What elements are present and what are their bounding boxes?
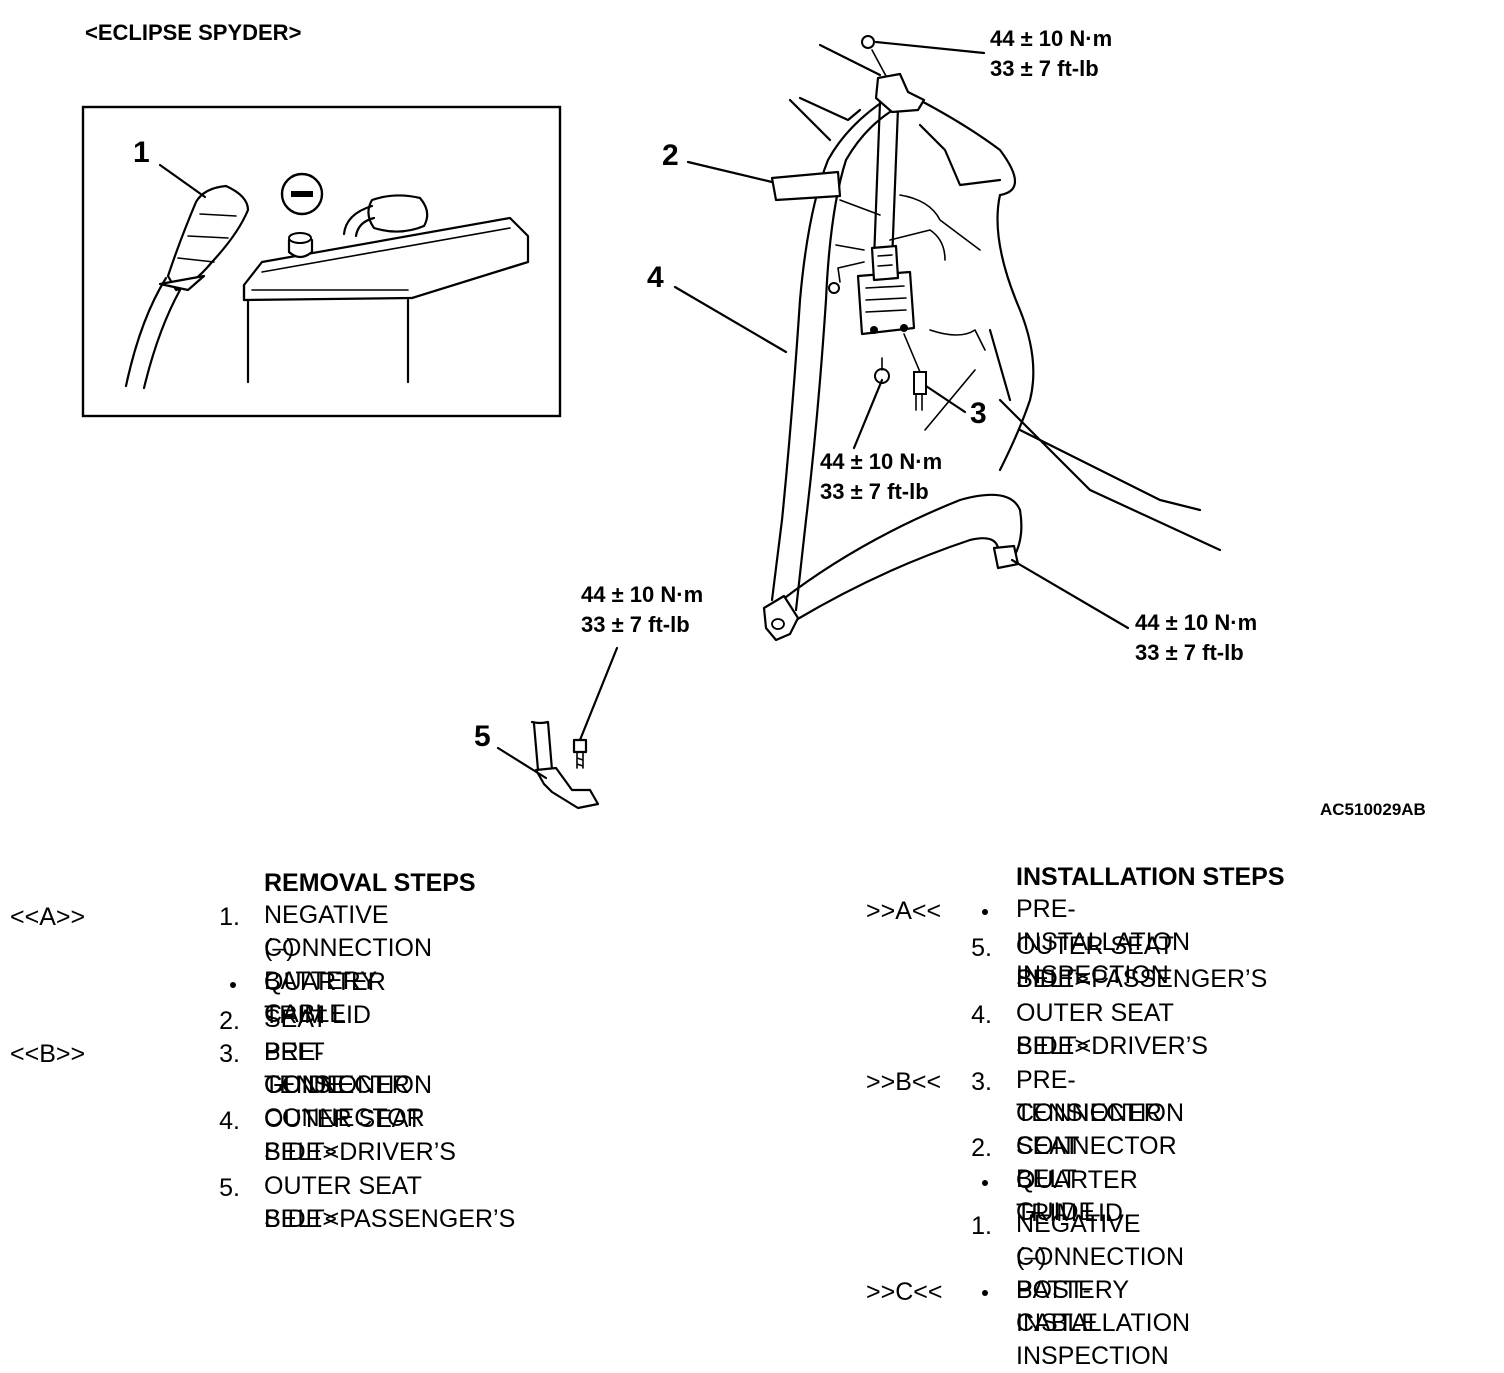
removal-step-label: OUTER SEAT BELT<PASSENGER’S (264, 1172, 516, 1233)
installation-step-index (958, 1278, 992, 1307)
removal-step-label: SIDE> (264, 1205, 337, 1233)
anchor-bracket-icon (530, 720, 600, 810)
removal-step-label: NEGATIVE (–) BATTERY CABLE (264, 901, 389, 1028)
removal-step-index: 1. (219, 903, 240, 931)
installation-step-marker: >>C<< (866, 1278, 943, 1306)
installation-step-marker: >>B<< (866, 1068, 942, 1096)
removal-step-index: 3. (219, 1040, 240, 1068)
battery-icon (242, 194, 530, 384)
negative-terminal-icon (280, 172, 324, 216)
removal-step-label: CONNECTION (264, 934, 433, 962)
bullet-icon (230, 982, 236, 989)
callout-1: 1 (133, 136, 150, 169)
removal-step-label: OUTER SEAT BELT<DRIVER’S (264, 1105, 456, 1166)
removal-step-index (206, 970, 240, 999)
callout-5: 5 (474, 720, 491, 753)
installation-step-index (958, 1168, 992, 1197)
installation-step-index: 4. (971, 1001, 992, 1029)
removal-step-marker: <<B>> (10, 1040, 86, 1068)
bolt-icon (572, 35, 927, 769)
installation-step-label: PRE-INSTALLATION INSPECTION (1016, 895, 1191, 989)
installation-step-label: SIDE> (1016, 1032, 1089, 1060)
bullet-icon (982, 909, 988, 916)
installation-step-label: OUTER SEAT BELT<DRIVER’S (1016, 999, 1208, 1060)
installation-step-label: POST-INSTALLATION INSPECTION (1016, 1276, 1191, 1370)
installation-step-index: 5. (971, 934, 992, 962)
installation-step-label: PRE-TENSIONER CONNECTOR (1016, 1066, 1177, 1160)
removal-step-index: 4. (219, 1107, 240, 1135)
seat-belt-icon (762, 72, 1023, 642)
battery-cable-icon (124, 184, 250, 390)
seat-belt-guide-icon (770, 170, 842, 202)
installation-step-label: QUARTER TRIM LID (1016, 1166, 1138, 1227)
installation-title: INSTALLATION STEPS (1016, 863, 1285, 891)
removal-step-label: QUARTER TRIM LID (264, 968, 386, 1029)
retractor-icon (856, 244, 916, 336)
installation-step-index: 3. (971, 1068, 992, 1096)
bullet-icon (982, 1290, 988, 1297)
diagram-artwork (81, 35, 1222, 810)
removal-step-label: SIDE> (264, 1138, 337, 1166)
removal-step-label: PRE-TENSIONER CONNECTOR (264, 1038, 425, 1132)
installation-step-label: OUTER SEAT BELT<PASSENGER’S (1016, 932, 1268, 993)
installation-step-label: CONNECTION (1016, 1243, 1185, 1271)
installation-step-label: SIDE> (1016, 965, 1089, 993)
installation-step-index (958, 897, 992, 926)
installation-step-index: 2. (971, 1134, 992, 1162)
figure-code: AC510029AB (1320, 800, 1426, 819)
installation-step-marker: >>A<< (866, 897, 942, 925)
installation-step-label: CONNECTION (1016, 1099, 1185, 1127)
removal-step-index: 5. (219, 1174, 240, 1202)
model-header: <ECLIPSE SPYDER> (85, 20, 302, 45)
removal-title: REMOVAL STEPS (264, 869, 476, 897)
callout-4: 4 (647, 261, 664, 294)
installation-step-label: SEAT BELT GUIDE (1016, 1132, 1096, 1226)
quarter-panel-outline (788, 43, 1222, 552)
callout-2: 2 (662, 139, 679, 172)
bullet-icon (982, 1180, 988, 1187)
removal-step-marker: <<A>> (10, 903, 86, 931)
removal-step-label: CONNECTION (264, 1071, 433, 1099)
removal-step-label: SEAT BELT GUIDE (264, 1005, 344, 1099)
installation-step-index: 1. (971, 1212, 992, 1240)
callout-3: 3 (970, 397, 987, 430)
battery-inset-frame (81, 105, 562, 418)
seat-belt-diagram (81, 35, 1222, 810)
removal-step-index: 2. (219, 1007, 240, 1035)
